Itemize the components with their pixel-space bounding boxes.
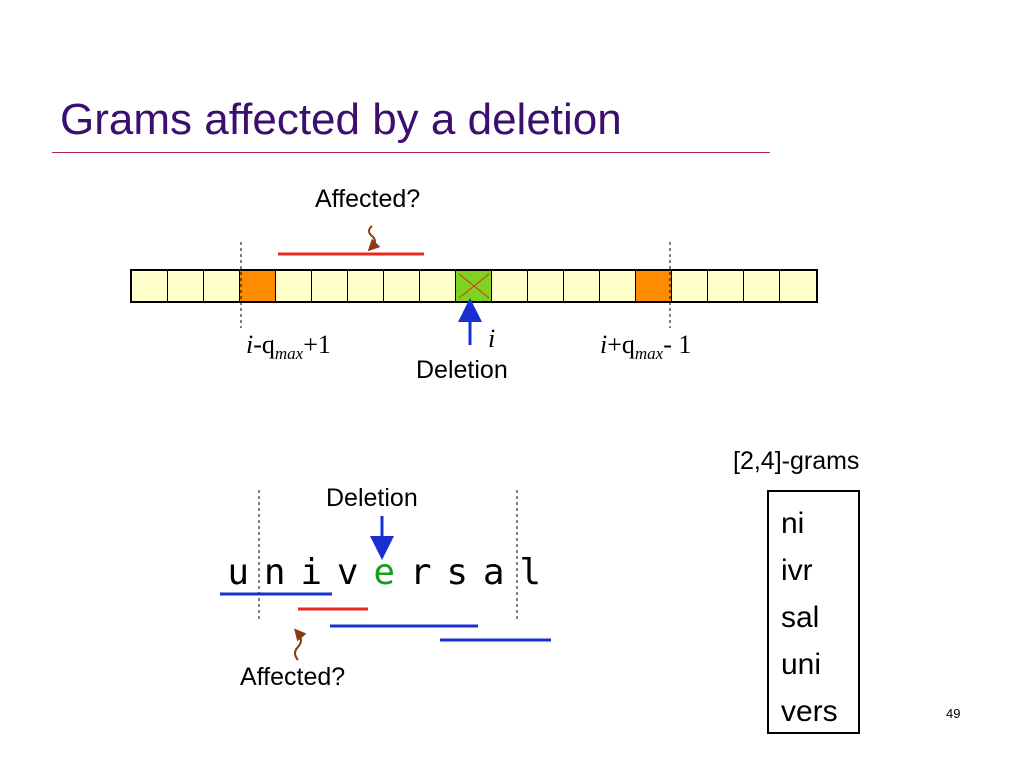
top-affected-squiggle xyxy=(367,225,381,252)
string-cell xyxy=(564,271,600,301)
string-cell xyxy=(204,271,240,301)
center-i-label: i xyxy=(488,324,496,353)
string-cell xyxy=(420,271,456,301)
string-cell xyxy=(168,271,204,301)
gram-item: uni xyxy=(781,648,822,681)
word-letter: s xyxy=(446,552,469,593)
string-cell xyxy=(672,271,708,301)
string-cell xyxy=(384,271,420,301)
grams-list: ni ivr sal uni vers xyxy=(767,490,860,734)
string-cell xyxy=(492,271,528,301)
string-cell xyxy=(132,271,168,301)
word-letter: v xyxy=(336,552,359,593)
right-bound-i: i xyxy=(600,330,608,359)
word-letter: n xyxy=(263,552,286,593)
word-letter: a xyxy=(482,552,505,593)
string-cells xyxy=(130,269,818,303)
slide-title: Grams affected by a deletion xyxy=(60,95,622,144)
string-cell xyxy=(312,271,348,301)
right-bound-suffix: - 1 xyxy=(663,330,692,359)
left-bound-suffix: +1 xyxy=(303,330,331,359)
bottom-deletion-label: Deletion xyxy=(326,484,418,512)
gram-item: sal xyxy=(781,601,820,634)
boundary-cell xyxy=(240,271,276,301)
gram-item: ni xyxy=(781,507,805,540)
deleted-cell xyxy=(456,271,492,301)
left-bound-minus-q: -q xyxy=(253,330,275,359)
word-letter: l xyxy=(519,552,542,593)
string-cell xyxy=(348,271,384,301)
gram-item: vers xyxy=(781,695,838,728)
boundary-cell xyxy=(636,271,672,301)
string-cell xyxy=(276,271,312,301)
left-bound-label: i-qmax+1 xyxy=(246,330,331,363)
gram-item: ivr xyxy=(781,554,813,587)
right-bound-label: i+qmax- 1 xyxy=(600,330,692,363)
word-letter: u xyxy=(227,552,250,593)
deleted-letter: e xyxy=(373,552,396,593)
string-cell xyxy=(528,271,564,301)
top-affected-label: Affected? xyxy=(315,185,421,213)
word-letter: i xyxy=(300,552,323,593)
right-bound-plus-q: +q xyxy=(607,330,635,359)
string-cell xyxy=(780,271,816,301)
deleted-cross-icon xyxy=(458,273,490,299)
word-letter: r xyxy=(409,552,432,593)
left-bound-i: i xyxy=(246,330,254,359)
string-cell xyxy=(600,271,636,301)
bottom-affected-squiggle xyxy=(294,628,307,661)
grams-heading: [2,4]-grams xyxy=(733,447,860,475)
title-divider xyxy=(52,152,770,153)
top-deletion-label: Deletion xyxy=(416,356,508,384)
string-cell xyxy=(744,271,780,301)
left-bound-sub: max xyxy=(274,344,304,363)
bottom-affected-label: Affected? xyxy=(240,663,346,691)
right-bound-sub: max xyxy=(634,344,664,363)
page-number: 49 xyxy=(946,706,961,721)
string-cell xyxy=(708,271,744,301)
